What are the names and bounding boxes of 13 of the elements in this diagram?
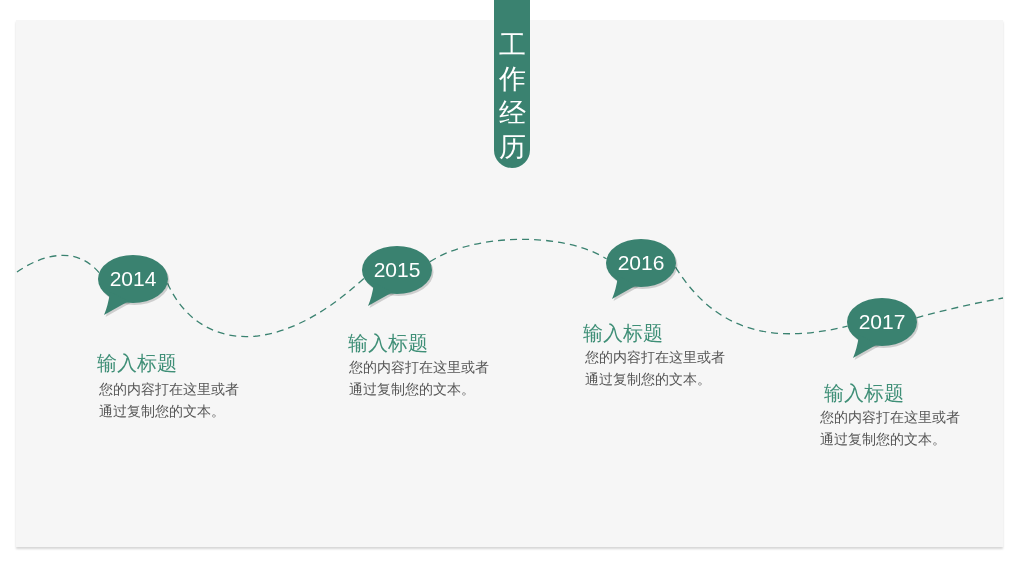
year-label: 2017	[858, 310, 906, 334]
entry-description: 您的内容打在这里或者通过复制您的文本。	[820, 408, 961, 449]
year-label: 2015	[373, 258, 421, 282]
entry-description: 您的内容打在这里或者通过复制您的文本。	[585, 348, 726, 389]
entry-heading: 输入标题	[97, 351, 177, 376]
entry-description: 您的内容打在这里或者通过复制您的文本。	[99, 380, 240, 421]
entry-description: 您的内容打在这里或者通过复制您的文本。	[349, 358, 490, 399]
year-label: 2016	[617, 251, 665, 275]
entry-heading: 输入标题	[348, 331, 428, 356]
entry-heading: 输入标题	[824, 381, 904, 406]
year-label: 2014	[109, 267, 157, 291]
entry-heading: 输入标题	[583, 321, 663, 346]
slide-title: 工作经历	[498, 28, 526, 164]
